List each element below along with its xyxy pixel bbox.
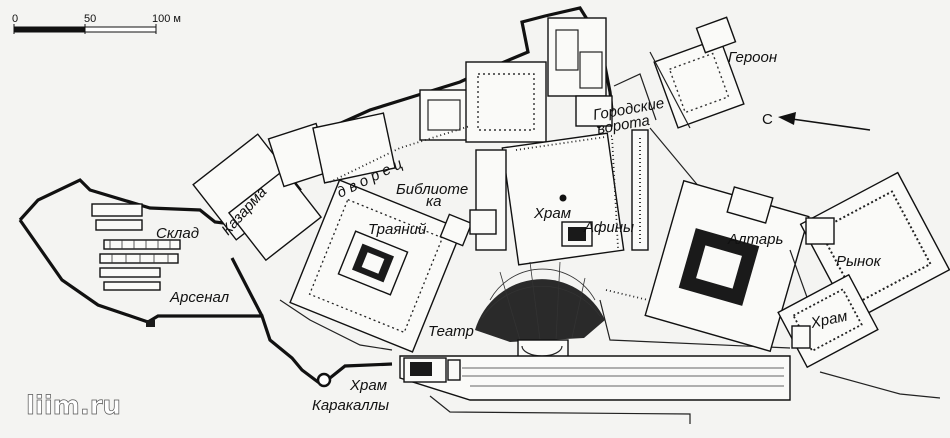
label-market: Рынок bbox=[836, 253, 882, 270]
label-trajan: Траяний bbox=[368, 221, 427, 238]
scale-tick-100: 100 м bbox=[152, 13, 181, 25]
theatre-terrace bbox=[399, 299, 791, 424]
trajaneum bbox=[279, 179, 473, 353]
label-arsenal: Арсенал bbox=[169, 289, 230, 306]
watermark: liim.ru bbox=[26, 391, 121, 421]
city-gates bbox=[575, 73, 701, 251]
scale-bar: 0 50 100 м bbox=[12, 13, 181, 34]
athena-sanctuary bbox=[469, 132, 625, 266]
label-heroon: Героон bbox=[728, 49, 777, 66]
heroon bbox=[649, 16, 745, 129]
north-letter: С bbox=[762, 111, 773, 128]
scale-tick-50: 50 bbox=[84, 13, 96, 25]
lower-temple bbox=[777, 273, 941, 399]
label-athena-2: Афины bbox=[583, 219, 634, 236]
label-warehouse: Склад bbox=[156, 225, 199, 242]
great-altar bbox=[605, 179, 810, 353]
label-caracalla-2: Каракаллы bbox=[312, 397, 389, 414]
theatre bbox=[475, 261, 605, 359]
palace-zone bbox=[192, 17, 607, 262]
label-library-2: ка bbox=[426, 193, 441, 210]
arsenal-zone bbox=[91, 203, 181, 291]
label-athena-1: Храм bbox=[533, 205, 571, 222]
label-library-1: Библиоте bbox=[396, 181, 468, 198]
label-theatre: Театр bbox=[428, 323, 474, 340]
north-arrow: С bbox=[762, 111, 871, 131]
label-altar: Алтарь bbox=[727, 231, 783, 248]
label-caracalla-1: Храм bbox=[349, 377, 387, 394]
scale-tick-0: 0 bbox=[12, 13, 18, 25]
